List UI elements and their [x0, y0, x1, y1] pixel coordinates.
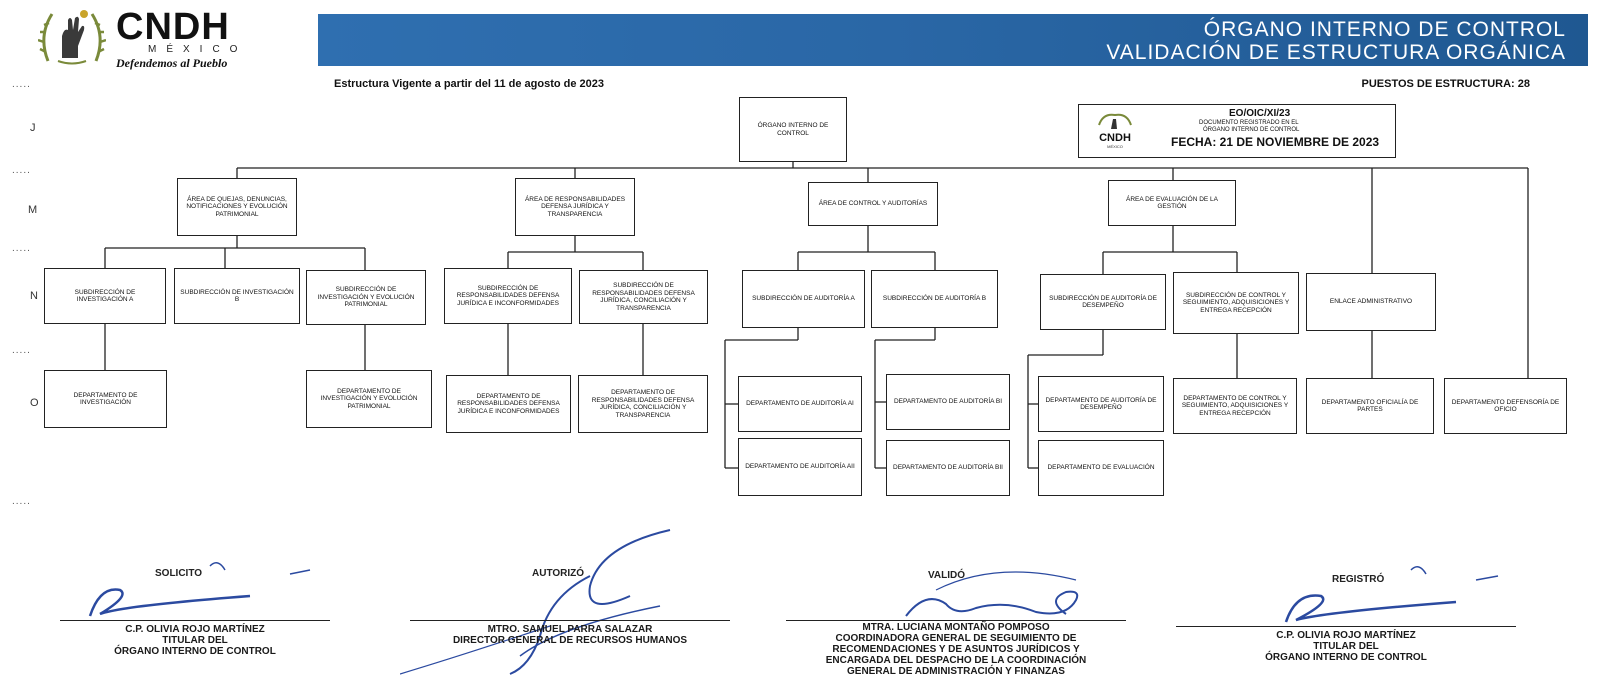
signature-block-autorizo: AUTORIZÓ MTRO. SAMUEL PARRA SALAZAR DIRE…: [400, 526, 740, 676]
handwritten-signature-icon: [1284, 566, 1499, 623]
signature-line: [410, 620, 730, 621]
signer-office: ÓRGANO INTERNO DE CONTROL: [1265, 652, 1427, 663]
org-node-dept-defensoria: DEPARTAMENTO DEFENSORÍA DE OFICIO: [1444, 378, 1567, 434]
signature-line: [1176, 626, 1516, 627]
level-j: J: [30, 122, 36, 134]
org-node-sub-aud-a: SUBDIRECCIÓN DE AUDITORÍA A: [742, 270, 865, 328]
org-node-area-responsabilidades: ÁREA DE RESPONSABILIDADES DEFENSA JURÍDI…: [515, 178, 635, 236]
signer-title: COORDINADORA GENERAL DE SEGUIMIENTO DE: [835, 633, 1077, 644]
org-node-dept-evaluacion: DEPARTAMENTO DE EVALUACIÓN: [1038, 440, 1164, 496]
signer-name: C.P. OLIVIA ROJO MARTÍNEZ: [1276, 630, 1416, 641]
org-node-area-quejas: ÁREA DE QUEJAS, DENUNCIAS, NOTIFICACIONE…: [177, 178, 297, 236]
handwritten-signature-icon: [88, 562, 311, 617]
stamp-date: FECHA: 21 DE NOVIEMBRE DE 2023: [1171, 135, 1380, 149]
signature-block-solicito: SOLICITO C.P. OLIVIA ROJO MARTÍNEZ TITUL…: [60, 556, 330, 666]
org-node-dept-resp-conc: DEPARTAMENTO DE RESPONSABILIDADES DEFENS…: [578, 375, 708, 433]
stamp-id: EO/OIC/XI/23: [1229, 108, 1291, 119]
cndh-emblem-icon: [38, 10, 106, 65]
level-separator: .....: [12, 496, 31, 507]
org-node-dept-aud-bi: DEPARTAMENTO DE AUDITORÍA BI: [886, 374, 1010, 430]
structure-date: Estructura Vigente a partir del 11 de ag…: [334, 78, 605, 90]
level-o: O: [30, 397, 39, 409]
org-node-sub-ctrl-seg: SUBDIRECCIÓN DE CONTROL Y SEGUIMIENTO, A…: [1173, 272, 1299, 334]
signature-name-block: C.P. OLIVIA ROJO MARTÍNEZ TITULAR DEL ÓR…: [1176, 630, 1516, 663]
level-separator: .....: [12, 79, 31, 90]
level-separator: .....: [12, 243, 31, 254]
signature-label: SOLICITO: [155, 568, 203, 579]
signer-title-2: RECOMENDACIONES Y DE ASUNTOS JURÍDICOS Y: [832, 644, 1080, 655]
handwritten-signature-icon: [905, 571, 1079, 617]
stamp-line2: ÓRGANO INTERNO DE CONTROL: [1203, 127, 1300, 133]
svg-text:CNDH: CNDH: [1099, 132, 1131, 144]
org-node-dept-resp-def: DEPARTAMENTO DE RESPONSABILIDADES DEFENS…: [446, 375, 571, 433]
org-node-area-evaluacion: ÁREA DE EVALUACIÓN DE LA GESTIÓN: [1108, 180, 1236, 226]
positions-count: PUESTOS DE ESTRUCTURA: 28: [1361, 78, 1531, 90]
org-node-sub-inv-b: SUBDIRECCIÓN DE INVESTIGACIÓN B: [174, 268, 300, 324]
signature-name-block: MTRO. SAMUEL PARRA SALAZAR DIRECTOR GENE…: [400, 624, 740, 646]
org-node-dept-aud-bii: DEPARTAMENTO DE AUDITORÍA BII: [886, 440, 1010, 496]
signer-title-4: GENERAL DE ADMINISTRACIÓN Y FINANZAS: [847, 666, 1065, 677]
org-node-dept-inv-evol: DEPARTAMENTO DE INVESTIGACIÓN Y EVOLUCIÓ…: [306, 370, 432, 428]
org-node-sub-aud-b: SUBDIRECCIÓN DE AUDITORÍA B: [871, 270, 998, 328]
svg-text:MÉXICO: MÉXICO: [1107, 144, 1123, 149]
signer-title-3: ENCARGADA DEL DESPACHO DE LA COORDINACIÓ…: [825, 655, 1087, 666]
org-node-sub-inv-a: SUBDIRECCIÓN DE INVESTIGACIÓN A: [44, 268, 166, 324]
signature-name-block: C.P. OLIVIA ROJO MARTÍNEZ TITULAR DEL ÓR…: [60, 624, 330, 657]
level-m: M: [28, 204, 38, 216]
org-node-dept-investigacion: DEPARTAMENTO DE INVESTIGACIÓN: [44, 370, 167, 428]
org-node-enlace: ENLACE ADMINISTRATIVO: [1306, 273, 1436, 331]
signature-name-block: MTRA. LUCIANA MONTAÑO POMPOSO COORDINADO…: [776, 622, 1136, 677]
org-node-dept-oficialia: DEPARTAMENTO OFICIALÍA DE PARTES: [1306, 378, 1434, 434]
signature-block-valido: VALIDÓ MTRA. LUCIANA MONTAÑO POMPOSO COO…: [776, 560, 1136, 688]
signer-title: TITULAR DEL: [162, 635, 228, 646]
org-node-dept-aud-ai: DEPARTAMENTO DE AUDITORÍA AI: [738, 376, 862, 432]
stamp-logo-icon: CNDH MÉXICO: [1098, 113, 1132, 149]
signature-label: AUTORIZÓ: [532, 568, 585, 579]
org-node-sub-resp-conc: SUBDIRECCIÓN DE RESPONSABILIDADES DEFENS…: [579, 270, 708, 324]
signature-line: [786, 620, 1126, 621]
org-node-root: ÓRGANO INTERNO DE CONTROL: [739, 97, 847, 162]
signature-label: VALIDÓ: [928, 570, 966, 581]
signer-name: MTRO. SAMUEL PARRA SALAZAR: [487, 624, 653, 635]
logo-wordmark: CNDH: [116, 6, 230, 48]
banner-title: ÓRGANO INTERNO DE CONTROL: [1203, 18, 1566, 41]
signer-title: TITULAR DEL: [1313, 641, 1379, 652]
handwritten-signature-icon: [400, 529, 671, 675]
banner-subtitle: VALIDACIÓN DE ESTRUCTURA ORGÁNICA: [1106, 41, 1566, 64]
registration-stamp: CNDH MÉXICO EO/OIC/XI/23 DOCUMENTO REGIS…: [1078, 104, 1396, 158]
org-node-area-control: ÁREA DE CONTROL Y AUDITORÍAS: [808, 182, 938, 226]
org-node-dept-desempeno: DEPARTAMENTO DE AUDITORÍA DE DESEMPEÑO: [1038, 376, 1164, 432]
logo-country: MÉXICO: [148, 44, 248, 55]
signer-title: DIRECTOR GENERAL DE RECURSOS HUMANOS: [452, 635, 688, 646]
org-node-sub-resp-def: SUBDIRECCIÓN DE RESPONSABILIDADES DEFENS…: [444, 268, 572, 324]
level-separator: .....: [12, 345, 31, 356]
org-node-dept-ctrl-seg: DEPARTAMENTO DE CONTROL Y SEGUIMIENTO, A…: [1173, 378, 1297, 434]
signer-office: ÓRGANO INTERNO DE CONTROL: [114, 646, 276, 657]
signature-block-registro: REGISTRÓ C.P. OLIVIA ROJO MARTÍNEZ TITUL…: [1176, 562, 1516, 672]
cndh-logo: CNDH MÉXICO Defendemos al Pueblo: [38, 6, 308, 72]
level-separator: .....: [12, 165, 31, 176]
signer-name: MTRA. LUCIANA MONTAÑO POMPOSO: [862, 622, 1050, 633]
signer-name: C.P. OLIVIA ROJO MARTÍNEZ: [125, 624, 265, 635]
logo-motto: Defendemos al Pueblo: [116, 56, 228, 70]
org-node-sub-inv-evol: SUBDIRECCIÓN DE INVESTIGACIÓN Y EVOLUCIÓ…: [306, 270, 426, 325]
signature-label: REGISTRÓ: [1332, 574, 1385, 585]
header-banner: ÓRGANO INTERNO DE CONTROL VALIDACIÓN DE …: [318, 14, 1588, 66]
org-node-dept-aud-aii: DEPARTAMENTO DE AUDITORÍA AII: [738, 438, 862, 496]
stamp-line1: DOCUMENTO REGISTRADO EN EL: [1199, 120, 1299, 126]
level-n: N: [30, 290, 38, 302]
signature-line: [60, 620, 330, 621]
org-node-sub-desempeno: SUBDIRECCIÓN DE AUDITORÍA DE DESEMPEÑO: [1040, 274, 1166, 330]
